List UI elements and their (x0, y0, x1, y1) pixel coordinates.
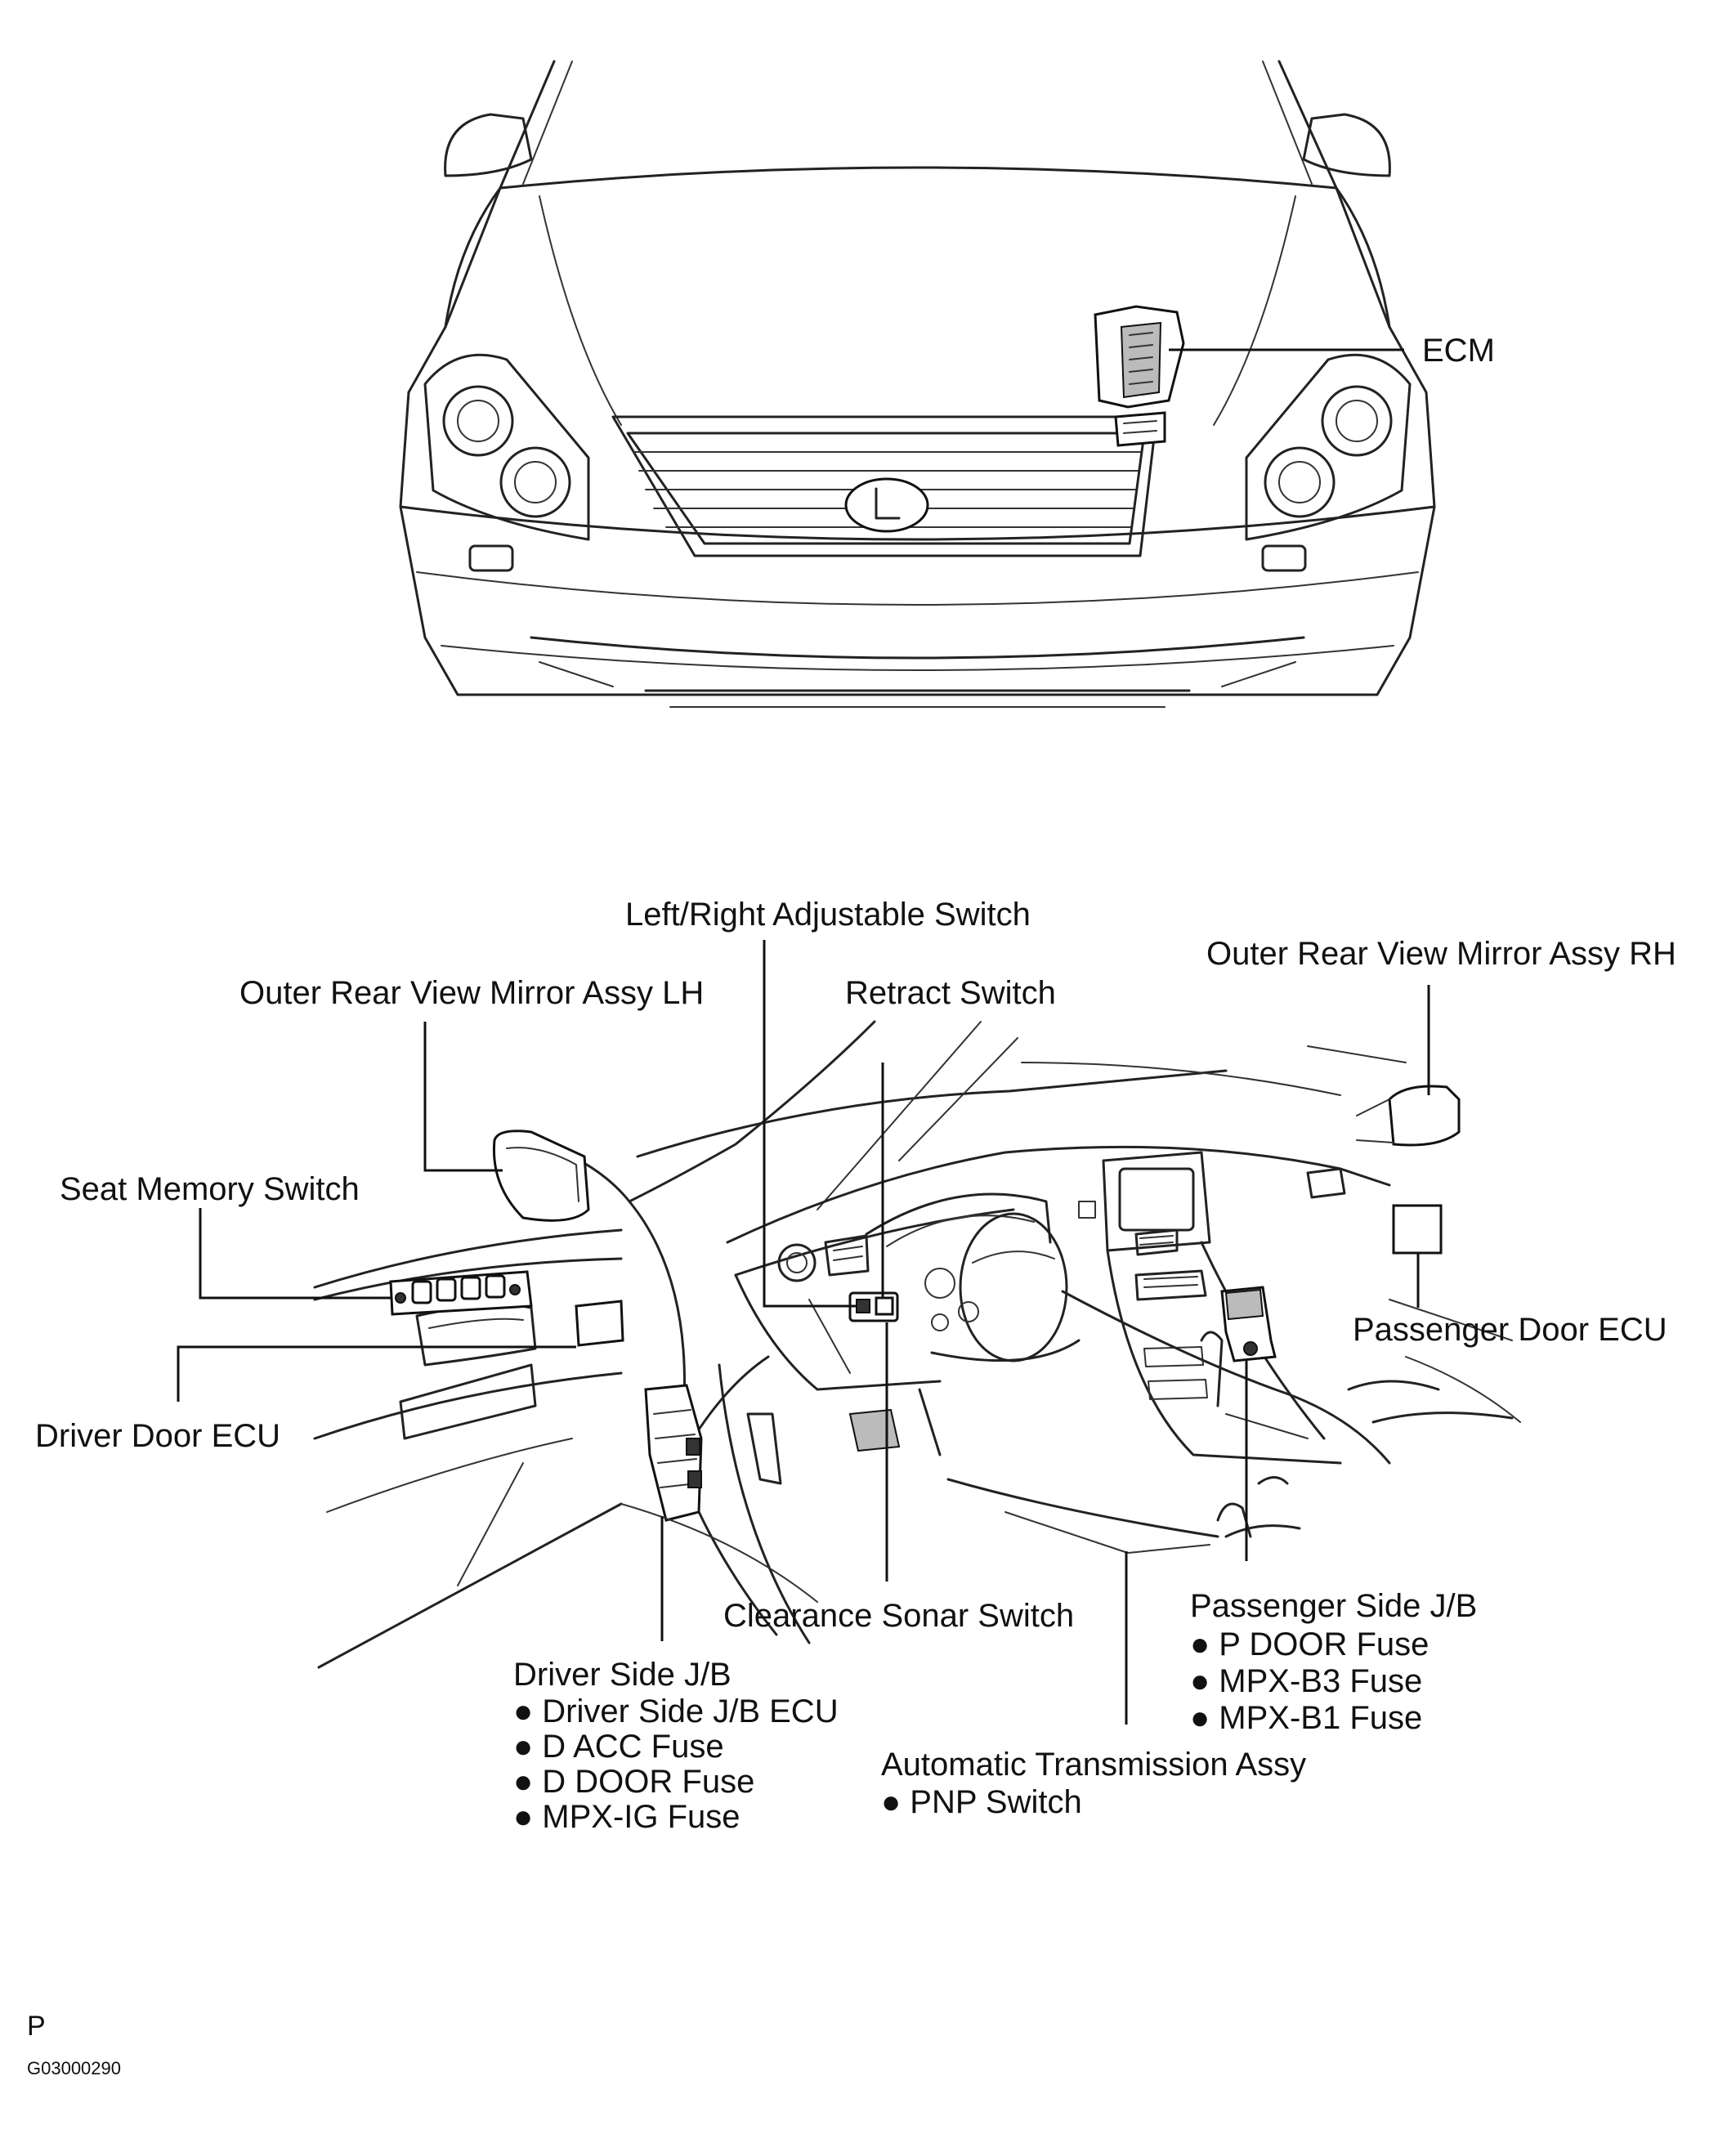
footer-figure-id: G03000290 (27, 2058, 121, 2078)
passenger-door-ecu-unit (1392, 1204, 1443, 1255)
label-passenger-side-jb: Passenger Side J/B (1190, 1588, 1477, 1624)
label-driver-door-ecu: Driver Door ECU (35, 1418, 280, 1454)
ecm-unit (1094, 305, 1185, 447)
car-front-view (399, 60, 1436, 708)
label-pnp-switch: ● PNP Switch (881, 1784, 1082, 1820)
driver-jb-item: ● MPX-IG Fuse (513, 1799, 740, 1835)
driver-jb-item: ● Driver Side J/B ECU (513, 1693, 839, 1729)
outer-mirror-lh-unit (492, 1130, 590, 1222)
driver-door-ecu-unit (575, 1300, 624, 1347)
label-outer-mirror-lh: Outer Rear View Mirror Assy LH (239, 975, 704, 1011)
outer-mirror-rh-unit (1356, 1085, 1461, 1147)
label-automatic-transmission-assy: Automatic Transmission Assy (881, 1747, 1306, 1783)
label-lr-adjustable-switch: Left/Right Adjustable Switch (625, 897, 1031, 933)
footer-code: P (27, 2011, 46, 2042)
passenger-jb-item: ● MPX-B1 Fuse (1190, 1700, 1422, 1736)
label-outer-mirror-rh: Outer Rear View Mirror Assy RH (1206, 936, 1676, 972)
label-ecm: ECM (1422, 333, 1495, 369)
driver-side-jb-unit (644, 1384, 703, 1522)
label-retract-switch: Retract Switch (845, 975, 1056, 1011)
label-driver-side-jb: Driver Side J/B (513, 1657, 732, 1693)
label-passenger-door-ecu: Passenger Door ECU (1353, 1312, 1667, 1348)
mirror-switch-unit (848, 1291, 899, 1322)
seat-memory-switch-unit (389, 1270, 533, 1316)
passenger-jb-item: ● P DOOR Fuse (1190, 1626, 1429, 1662)
label-clearance-sonar-switch: Clearance Sonar Switch (723, 1598, 1074, 1634)
interior-view (313, 1020, 1521, 1669)
driver-jb-item: ● D ACC Fuse (513, 1729, 724, 1765)
label-seat-memory-switch: Seat Memory Switch (60, 1171, 360, 1207)
passenger-side-jb-unit (1220, 1286, 1277, 1362)
passenger-jb-item: ● MPX-B3 Fuse (1190, 1663, 1422, 1699)
leader-lines (177, 348, 1430, 1725)
driver-jb-item: ● D DOOR Fuse (513, 1764, 754, 1800)
labels: ECM Left/Right Adjustable Switch Outer R… (27, 333, 1676, 2078)
